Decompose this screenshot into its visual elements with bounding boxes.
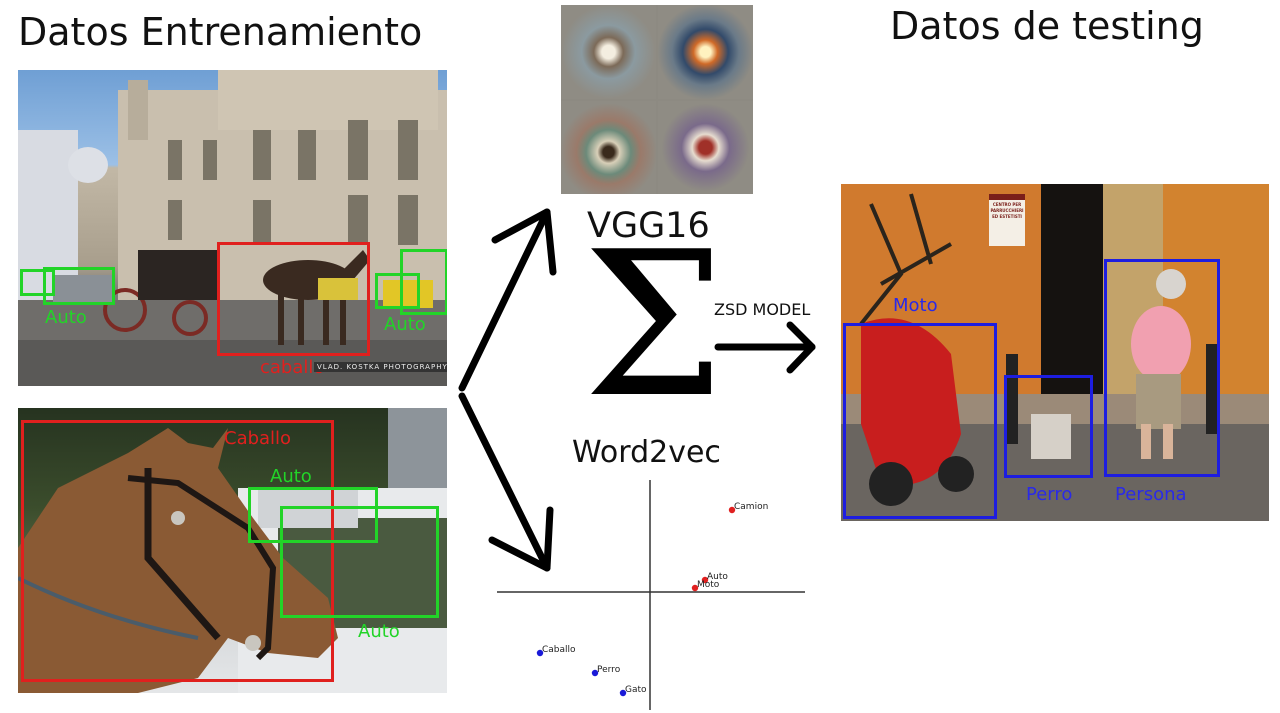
bbox-auto-right-1 — [375, 273, 420, 309]
scatter-point-camion — [728, 506, 736, 514]
shop-sign-line-1: CARIDO — [994, 195, 1020, 202]
training-title: Datos Entrenamiento — [18, 10, 423, 54]
bbox-auto-right-2 — [400, 249, 447, 315]
label-persona: Persona — [1115, 484, 1187, 505]
scatter-point-gato — [619, 689, 627, 697]
arrow-to-word2vec — [458, 392, 551, 572]
scatter-label-perro: Perro — [597, 665, 621, 675]
bbox-moto — [843, 323, 997, 519]
vgg-filter-grid — [561, 5, 753, 194]
shop-sign-line-4: ED ESTETISTI — [992, 214, 1022, 219]
label-auto-bottom: Auto — [358, 621, 400, 642]
label-moto: Moto — [893, 295, 938, 316]
bbox-persona — [1104, 259, 1220, 477]
vgg-filter-4 — [658, 100, 753, 194]
horse-scene — [18, 408, 447, 693]
bbox-auto-left-2 — [43, 267, 115, 305]
label-auto-left: Auto — [45, 307, 87, 328]
bbox-auto-left-1 — [20, 269, 55, 296]
scatter-label-gato: Gato — [625, 685, 647, 695]
testing-photo-street: CARIDO CENTRO PER PARRUCCHIERI ED ESTETI… — [841, 184, 1269, 521]
arrow-to-vgg — [458, 208, 551, 392]
label-caballo: caballo — [260, 357, 325, 378]
bbox-caballo — [217, 242, 370, 356]
label-perro: Perro — [1026, 484, 1073, 505]
label-auto-right: Auto — [384, 314, 426, 335]
scatter-label-caballo: Caballo — [542, 645, 576, 655]
scatter-label-camion: Camion — [734, 502, 768, 512]
scatter-label-moto: Moto — [697, 580, 720, 590]
street-scene — [841, 184, 1269, 521]
scatter-label-auto: Auto — [707, 572, 728, 582]
bbox-auto-top — [248, 487, 378, 543]
label-caballo-2: Caballo — [224, 428, 292, 449]
scatter-point-auto — [701, 576, 709, 584]
bbox-perro — [1004, 375, 1093, 478]
vgg-filter-2 — [658, 5, 753, 99]
training-photo-horse: Caballo Auto Auto — [18, 408, 447, 693]
word2vec-label: Word2vec — [572, 435, 721, 470]
label-auto-top: Auto — [270, 466, 312, 487]
arrow-to-word2vec-head — [488, 506, 554, 572]
photo-watermark: VLAD. KOSTKA PHOTOGRAPHY — [314, 362, 447, 372]
zsd-model-label: ZSD MODEL — [714, 300, 811, 319]
scatter-point-moto — [691, 584, 699, 592]
arrow-to-output-head — [786, 321, 816, 374]
vgg-filter-1 — [561, 5, 656, 99]
arrow-to-vgg-head — [491, 208, 557, 276]
testing-title: Datos de testing — [890, 4, 1204, 48]
training-photo-carriage: caballo Auto Auto VLAD. KOSTKA PHOTOGRAP… — [18, 70, 447, 386]
shop-sign-line-3: PARRUCCHIERI — [990, 208, 1024, 213]
vgg16-label: VGG16 — [587, 206, 710, 246]
scatter-point-caballo — [536, 649, 544, 657]
scatter-point-perro — [591, 669, 599, 677]
vgg-filter-3 — [561, 100, 656, 194]
shop-sign-line-2: CENTRO PER — [992, 202, 1022, 207]
bbox-auto-bottom — [280, 506, 439, 618]
sigma-symbol: Σ — [583, 209, 725, 442]
bbox-caballo-2 — [21, 420, 334, 682]
shop-sign: CARIDO CENTRO PER PARRUCCHIERI ED ESTETI… — [990, 196, 1024, 220]
